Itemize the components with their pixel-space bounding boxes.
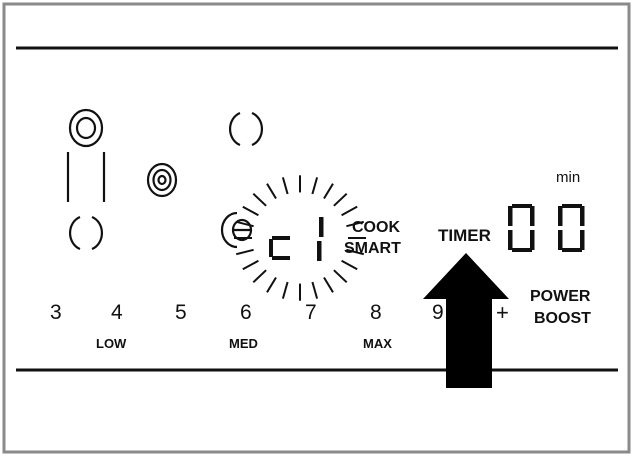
plus-button[interactable]: + — [496, 300, 509, 325]
scale-number-3[interactable]: 3 — [50, 301, 62, 324]
glow-ray — [252, 192, 267, 207]
pointer-arrow-icon — [423, 253, 509, 388]
scale-number-9[interactable]: 9 — [432, 301, 444, 324]
cook-smart-burner-icon[interactable] — [220, 211, 253, 249]
timer-unit-label: min — [556, 169, 580, 186]
med-label: MED — [229, 336, 258, 351]
glow-ray — [346, 248, 365, 256]
bridge-element-icon[interactable] — [66, 108, 106, 251]
large-burner-icon[interactable] — [229, 111, 263, 147]
glow-ray — [242, 205, 259, 217]
scale-number-6[interactable]: 6 — [240, 301, 252, 324]
glow-ray — [252, 269, 267, 284]
glow-ray — [311, 177, 319, 195]
display-glow-rays — [234, 175, 366, 301]
glow-ray — [266, 183, 277, 200]
power-boost-line2[interactable]: BOOST — [534, 310, 591, 327]
scale-number-8[interactable]: 8 — [370, 301, 382, 324]
glow-ray — [341, 259, 358, 271]
small-burner-icon[interactable] — [146, 162, 178, 198]
glow-ray — [333, 192, 348, 207]
scale-number-5[interactable]: 5 — [175, 301, 187, 324]
glow-ray — [235, 220, 254, 228]
glow-ray — [323, 276, 334, 293]
cook-smart-label-line2: SMART — [344, 240, 401, 257]
glow-ray — [323, 183, 334, 200]
timer-digit-2 — [558, 204, 585, 252]
power-boost-line1[interactable]: POWER — [530, 288, 591, 305]
glow-ray — [235, 248, 254, 256]
scale-number-4[interactable]: 4 — [111, 301, 123, 324]
scale-number-7[interactable]: 7 — [305, 301, 317, 324]
glow-ray — [333, 269, 348, 284]
cook-display-digits — [269, 217, 324, 261]
timer-digit-1 — [508, 204, 535, 252]
glow-ray — [341, 205, 358, 217]
glow-ray — [346, 220, 365, 228]
timer-label: TIMER — [438, 226, 491, 245]
cook-smart-label-line1: COOK — [352, 219, 400, 236]
glow-ray — [311, 281, 319, 299]
glow-ray — [281, 281, 289, 299]
glow-ray — [266, 276, 277, 293]
low-label: LOW — [96, 336, 127, 351]
glow-ray — [242, 259, 259, 271]
glow-ray — [281, 177, 289, 195]
max-label: MAX — [363, 336, 392, 351]
